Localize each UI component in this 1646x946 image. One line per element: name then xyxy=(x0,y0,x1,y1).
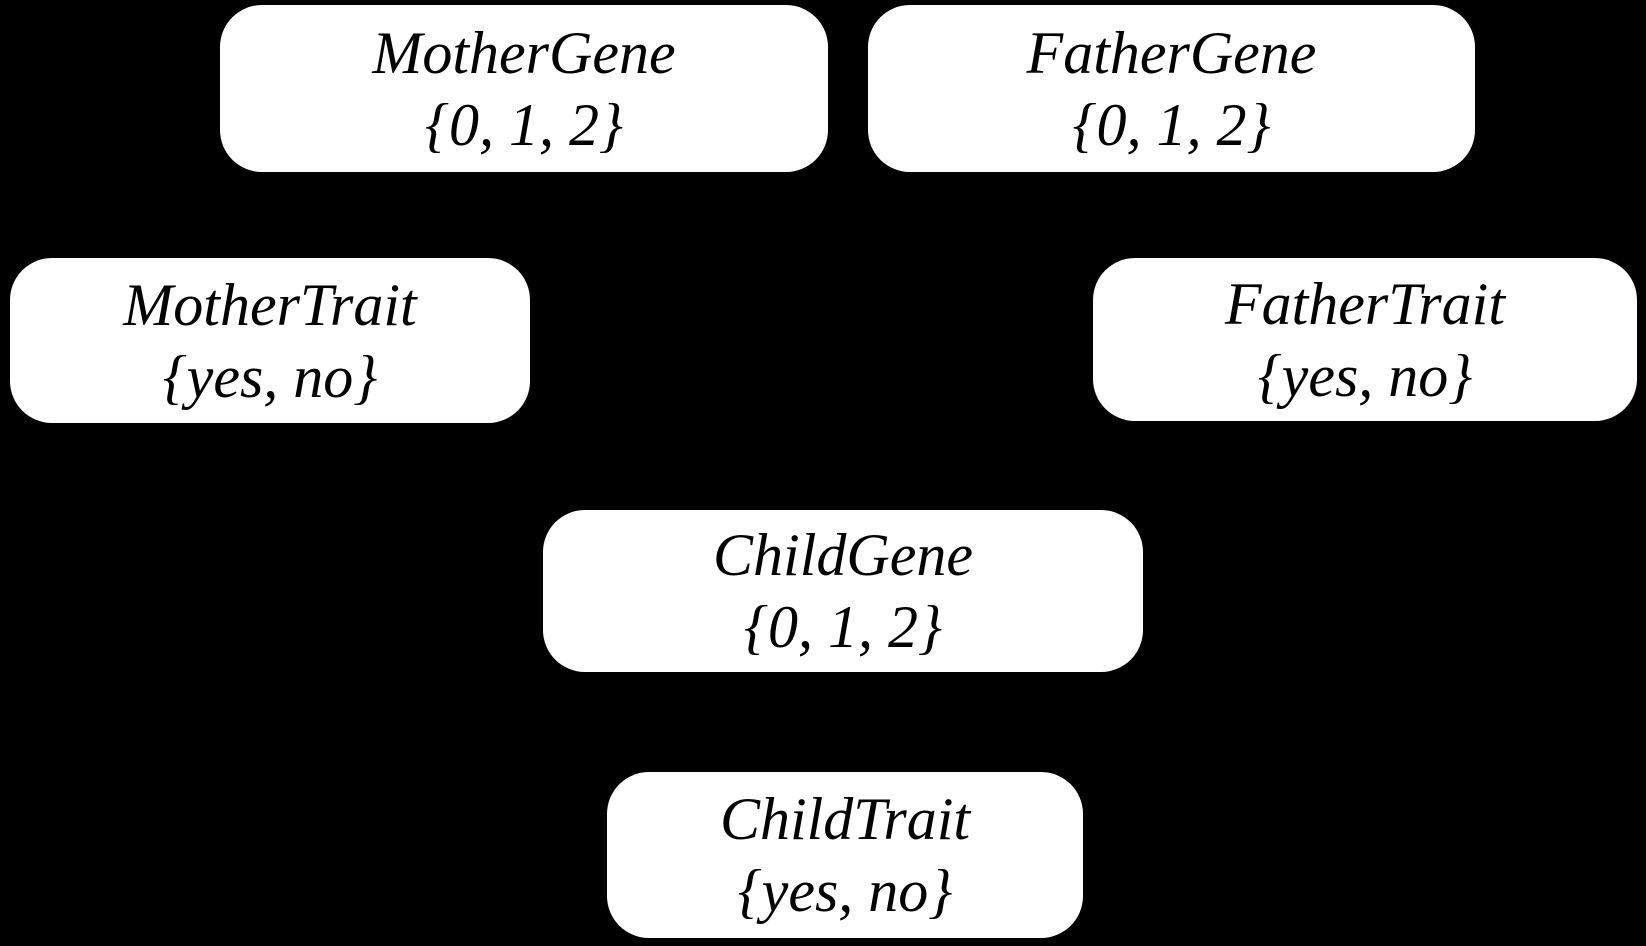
node-child-gene-label: ChildGene xyxy=(713,522,973,588)
node-mother-trait-label: MotherTrait xyxy=(123,271,417,338)
node-child-gene: ChildGene {0, 1, 2} xyxy=(543,510,1143,672)
node-mother-trait-values: {yes, no} xyxy=(162,343,378,410)
node-mother-gene-values: {0, 1, 2} xyxy=(425,91,623,158)
node-father-gene: FatherGene {0, 1, 2} xyxy=(868,5,1475,172)
node-father-trait-label: FatherTrait xyxy=(1224,270,1506,337)
node-father-trait-values: {yes, no} xyxy=(1257,342,1473,409)
node-child-trait-label: ChildTrait xyxy=(719,786,971,852)
node-mother-gene-label: MotherGene xyxy=(372,19,676,86)
node-mother-trait: MotherTrait {yes, no} xyxy=(10,258,530,423)
node-father-gene-label: FatherGene xyxy=(1026,19,1317,86)
node-child-trait: ChildTrait {yes, no} xyxy=(607,772,1083,938)
node-mother-gene: MotherGene {0, 1, 2} xyxy=(220,5,828,172)
node-child-gene-values: {0, 1, 2} xyxy=(744,594,942,660)
node-father-trait: FatherTrait {yes, no} xyxy=(1093,258,1637,421)
node-child-trait-values: {yes, no} xyxy=(737,858,953,924)
node-father-gene-values: {0, 1, 2} xyxy=(1072,91,1271,158)
